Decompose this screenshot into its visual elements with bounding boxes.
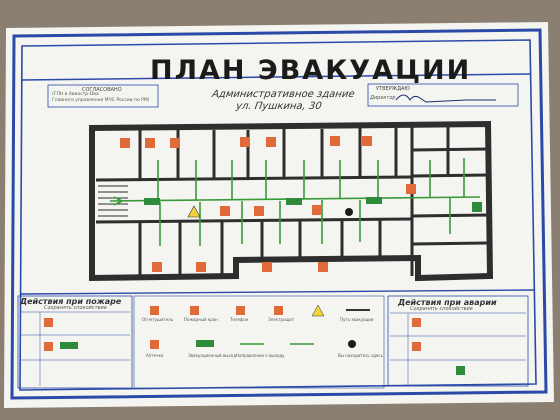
approval-right-role: Директор (370, 95, 396, 101)
signature (395, 94, 496, 103)
fire-actions-box (17, 295, 133, 389)
accident-actions-heading: Действия при аварии (398, 298, 497, 307)
fire-step-icons (44, 318, 421, 351)
legend-label-direction: Направление к выходу (236, 353, 285, 358)
exit-sign-icon (366, 197, 382, 204)
extinguisher-icon (254, 206, 264, 216)
outer-blue-frame (10, 28, 548, 400)
alarm-icon (406, 184, 416, 194)
legend-label-you-are-here: Вы находитесь здесь (338, 353, 383, 358)
legend-label-phone: Телефон (230, 317, 249, 322)
phone-icon (262, 262, 272, 272)
inner-blue-frame (19, 39, 537, 391)
legend-label-panel: Электрощит (268, 317, 295, 322)
legend-label-hydrant: Пожарный кран (184, 317, 218, 322)
accident-actions-subheading: Сохранять спокойствие (410, 306, 473, 312)
floor-plan (89, 120, 494, 282)
legend-label-exit: Эвакуационный выход (188, 353, 236, 358)
approval-box-right (367, 83, 519, 107)
phone-icon (170, 138, 180, 148)
exit-sign-icon (472, 202, 482, 212)
electrical-warning-icon (187, 205, 201, 218)
fire-actions-heading: Действия при пожаре (20, 297, 122, 306)
phone-icon (145, 138, 155, 148)
phone-icon (240, 137, 250, 147)
paper-sheet (4, 22, 554, 408)
legend-rule (19, 289, 535, 295)
plan-subtitle-address: ул. Пушкина, 30 (235, 101, 323, 112)
plan-subtitle-building: Административное здание (211, 89, 356, 100)
symbols-legend-box (133, 295, 385, 389)
plan-title: ПЛАН ЭВАКУАЦИИ (150, 55, 472, 86)
exit-sign-icon (144, 198, 160, 205)
extinguisher-icon (220, 206, 230, 216)
accident-actions-box (387, 295, 529, 387)
fire-step-exit-icon (60, 342, 78, 349)
approval-left-line2: Главного управления МЧС России по РМ) (52, 98, 150, 103)
exit-signs (144, 197, 482, 212)
header-rule (21, 73, 531, 81)
phone-icon (318, 262, 328, 272)
phone-icon (196, 262, 206, 272)
legend-label-extinguisher: Огнетушитель (142, 317, 173, 322)
extinguisher-icon (120, 138, 130, 148)
building-outline (89, 120, 494, 282)
approval-left-label: СОГЛАСОВАНО (82, 87, 122, 93)
phone-icon (330, 136, 340, 146)
fire-actions-subheading: Сохранять спокойствие (44, 305, 107, 311)
approval-box-left (47, 84, 159, 108)
you-are-here-icon (345, 208, 353, 216)
extinguisher-icon (312, 205, 322, 215)
legend-label-route: Путь эвакуации (340, 317, 374, 322)
approval-right-label: УТВЕРЖДАЮ (376, 86, 410, 92)
accident-steps (390, 312, 526, 386)
accident-step-exit-icon (456, 366, 465, 375)
fire-steps (20, 311, 130, 386)
phone-icon (362, 136, 372, 146)
phone-icon (152, 262, 162, 272)
legend-label-firstaid: Аптечка (146, 353, 164, 358)
exit-sign-icon (286, 198, 302, 205)
extinguisher-icon (266, 137, 276, 147)
plan-signs (120, 136, 416, 272)
legend-icons (150, 304, 370, 349)
approval-left-line1: (ГПН в Авиастр-Ова (52, 92, 99, 97)
